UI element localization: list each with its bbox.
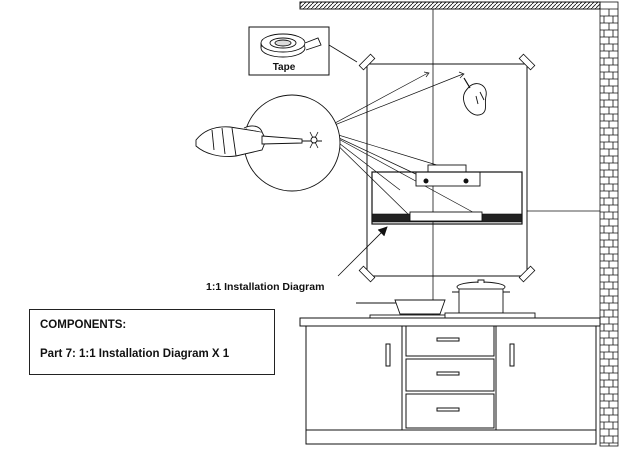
- tape-roll-icon: [260, 33, 322, 58]
- frying-pan-icon: [356, 299, 451, 320]
- kitchen-cabinet-icon: [299, 317, 601, 445]
- tape-callout: Tape: [248, 26, 358, 76]
- components-box: COMPONENTS: Part 7: 1:1 Installation Dia…: [29, 309, 275, 375]
- cooking-pot-icon: [444, 279, 536, 319]
- drill-hand-icon: [195, 94, 341, 192]
- installation-diagram-label: 1:1 Installation Diagram: [206, 281, 324, 293]
- pencil-hand-icon: [463, 77, 487, 116]
- installation-diagram-sheet: [358, 53, 536, 283]
- diagram-pointer-arrow: [337, 226, 388, 277]
- components-title: COMPONENTS:: [40, 319, 127, 331]
- drill-guide-lines: [321, 72, 481, 217]
- components-part-line: Part 7: 1:1 Installation Diagram X 1: [40, 348, 230, 360]
- tape-label: Tape: [273, 62, 296, 73]
- mark-arrows: [423, 71, 465, 79]
- range-hood-icon: [371, 164, 523, 225]
- brick-wall-icon: [599, 1, 619, 447]
- ceiling: [299, 1, 601, 10]
